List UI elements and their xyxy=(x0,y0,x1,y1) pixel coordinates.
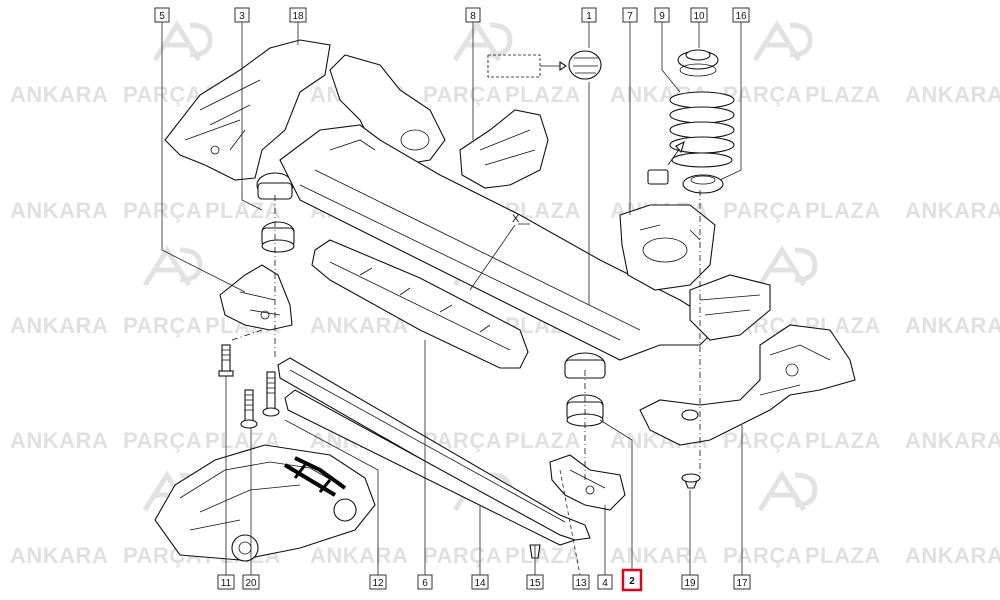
part-bracket-upper-left xyxy=(164,39,331,181)
callout-16[interactable]: 16 xyxy=(732,7,750,23)
svg-text:7: 7 xyxy=(627,11,633,22)
wm-ankara: ANKARA xyxy=(10,313,108,338)
svg-text:19: 19 xyxy=(684,578,696,589)
svg-text:8: 8 xyxy=(470,11,476,22)
wm-parca: PARÇA xyxy=(423,82,502,107)
wm-parca: PARÇA xyxy=(123,198,202,223)
wm-parca: PARÇA xyxy=(123,313,202,338)
part-bracket-lower-right xyxy=(549,454,626,511)
wm-parca: PARÇA xyxy=(123,82,202,107)
wm-parca: PARÇA xyxy=(723,428,802,453)
svg-text:17: 17 xyxy=(736,578,748,589)
part-bolt-20a xyxy=(240,389,258,429)
wm-plaza: PLAZA xyxy=(505,543,581,568)
wm-parca: PARÇA xyxy=(423,543,502,568)
part-tie-rail xyxy=(277,357,591,541)
wm-plaza: PLAZA xyxy=(805,543,881,568)
wm-parca: PARÇA xyxy=(123,428,202,453)
wm-ankara: ANKARA xyxy=(310,313,408,338)
wm-parca: PARÇA xyxy=(723,543,802,568)
svg-text:1: 1 xyxy=(586,11,592,22)
part-long-underbody-plate xyxy=(311,239,529,369)
wm-plaza: PLAZA xyxy=(505,428,581,453)
svg-text:16: 16 xyxy=(735,11,747,22)
svg-text:12: 12 xyxy=(372,578,384,589)
callout-3[interactable]: 3 xyxy=(234,7,250,23)
callout-14[interactable]: 14 xyxy=(471,574,489,590)
wm-ankara: ANKARA xyxy=(10,428,108,453)
wm-plaza: PLAZA xyxy=(805,198,881,223)
part-bolt-11 xyxy=(218,344,234,377)
part-rear-axle-beam xyxy=(279,124,721,361)
svg-text:15: 15 xyxy=(529,578,541,589)
wm-ankara: ANKARA xyxy=(905,543,1000,568)
wm-ankara: ANKARA xyxy=(10,198,108,223)
wm-parca: PARÇA xyxy=(723,198,802,223)
callout-13[interactable]: 13 xyxy=(572,574,590,590)
part-shield-small xyxy=(459,109,549,189)
callout-11[interactable]: 11 xyxy=(217,574,235,590)
svg-text:11: 11 xyxy=(221,578,232,589)
callout-12[interactable]: 12 xyxy=(369,574,387,590)
drawing-layer xyxy=(154,39,856,562)
wm-plaza: PLAZA xyxy=(205,198,281,223)
svg-text:6: 6 xyxy=(422,578,428,589)
callouts: 5 3 18 8 1 7 9 10 xyxy=(154,7,751,592)
callout-18[interactable]: 18 xyxy=(289,7,307,23)
callout-20[interactable]: 20 xyxy=(242,574,260,590)
callout-19[interactable]: 19 xyxy=(681,574,699,590)
part-bolt-20b xyxy=(262,371,280,417)
wm-plaza: PLAZA xyxy=(505,82,581,107)
wm-ankara: ANKARA xyxy=(10,543,108,568)
wm-ankara: ANKARA xyxy=(610,543,708,568)
car-location-inset xyxy=(154,444,376,562)
callout-6[interactable]: 6 xyxy=(417,574,433,590)
wm-parca: PARÇA xyxy=(723,82,802,107)
part-coil-spring xyxy=(669,91,735,168)
wm-plaza: PLAZA xyxy=(805,82,881,107)
svg-text:3: 3 xyxy=(239,11,245,22)
wm-ankara: ANKARA xyxy=(905,313,1000,338)
callout-4[interactable]: 4 xyxy=(597,574,613,590)
callout-8[interactable]: 8 xyxy=(465,7,481,23)
callout-2-highlighted[interactable]: 2 xyxy=(621,568,643,592)
callout-1[interactable]: 1 xyxy=(581,7,597,23)
wm-ankara: ANKARA xyxy=(10,82,108,107)
svg-text:14: 14 xyxy=(474,578,486,589)
wm-ankara: ANKARA xyxy=(905,82,1000,107)
callout-15[interactable]: 15 xyxy=(526,574,544,590)
wm-plaza: PLAZA xyxy=(805,428,881,453)
callout-5[interactable]: 5 xyxy=(154,7,170,23)
callout-10[interactable]: 10 xyxy=(690,7,708,23)
callout-17[interactable]: 17 xyxy=(733,574,751,590)
wm-ankara: ANKARA xyxy=(905,198,1000,223)
svg-text:13: 13 xyxy=(575,578,587,589)
part-bump-cap xyxy=(568,50,602,80)
svg-text:2: 2 xyxy=(629,576,635,587)
svg-text:20: 20 xyxy=(245,578,257,589)
callout-9[interactable]: 9 xyxy=(654,7,670,23)
svg-text:10: 10 xyxy=(693,11,705,22)
svg-text:9: 9 xyxy=(659,11,665,22)
callout-7[interactable]: 7 xyxy=(622,7,638,23)
svg-text:5: 5 xyxy=(159,11,165,22)
x-marker-label: X xyxy=(512,213,520,225)
part-spring-seat-bracket xyxy=(619,204,716,291)
wm-ankara: ANKARA xyxy=(905,428,1000,453)
svg-text:4: 4 xyxy=(602,578,608,589)
wm-ankara: ANKARA xyxy=(310,543,408,568)
leader-lines xyxy=(161,22,743,576)
svg-text:18: 18 xyxy=(292,11,304,22)
